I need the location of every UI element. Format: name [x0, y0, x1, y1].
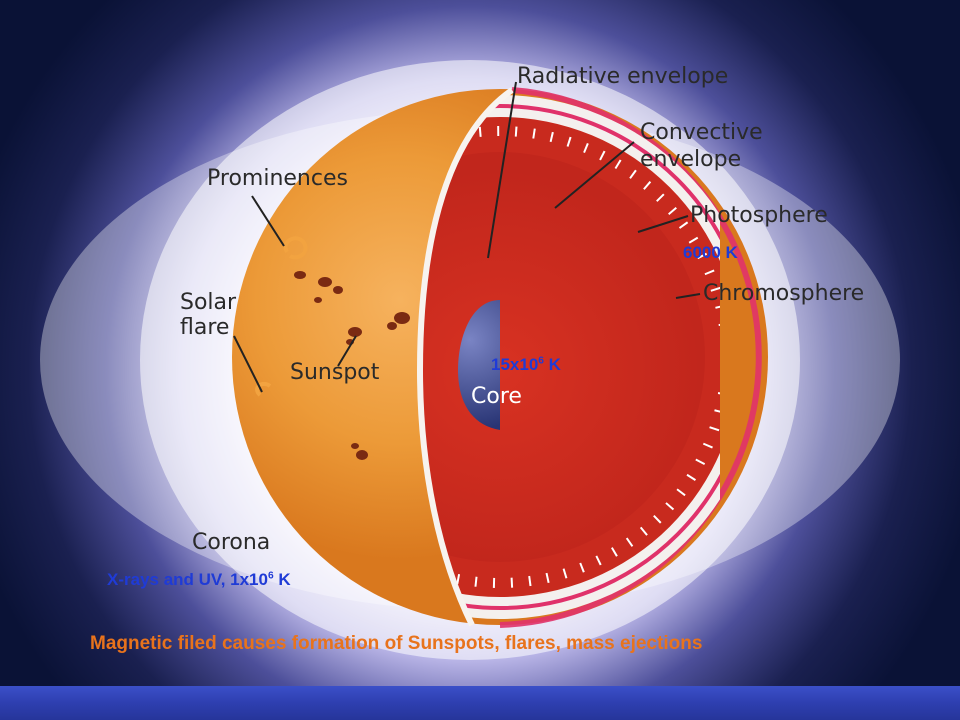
label-chromosphere: Chromosphere: [703, 281, 865, 306]
label-core: Core: [471, 384, 522, 409]
label-solar-flare-2: flare: [180, 315, 230, 340]
label-corona: Corona: [192, 530, 271, 555]
core-temp-exponent: 6: [538, 355, 544, 367]
corona-temperature: X-rays and UV, 1x106 K: [107, 570, 291, 590]
chromosphere-rim: [499, 87, 762, 628]
label-radiative-envelope: Radiative envelope: [517, 64, 729, 89]
caption: Magnetic filed causes formation of Sunsp…: [90, 633, 703, 654]
label-convective-envelope-2: envelope: [640, 147, 742, 172]
cut-edge: [416, 87, 514, 627]
label-photosphere: Photosphere: [690, 203, 828, 228]
footer-bar: [0, 686, 960, 720]
core: [458, 300, 500, 430]
label-solar-flare-1: Solar: [180, 290, 237, 315]
prominence: [283, 236, 308, 260]
corona-temp-exponent: 6: [267, 570, 274, 582]
label-convective-envelope-1: Convective: [640, 120, 763, 145]
core-temp-unit: K: [543, 355, 561, 374]
sunspots: [294, 271, 410, 460]
corona-temp-prefix: X-rays and UV, 1x10: [107, 570, 268, 589]
core-temperature: 15x106 K: [491, 355, 561, 375]
core-temp-base: 15x10: [491, 355, 539, 374]
corona-temp-unit: K: [273, 570, 291, 589]
photosphere-temperature: 6000 K: [683, 243, 738, 262]
leader-lines: [233, 81, 701, 393]
sun-illustration: [0, 0, 960, 686]
label-sunspot: Sunspot: [290, 360, 380, 385]
label-prominences: Prominences: [207, 166, 348, 191]
